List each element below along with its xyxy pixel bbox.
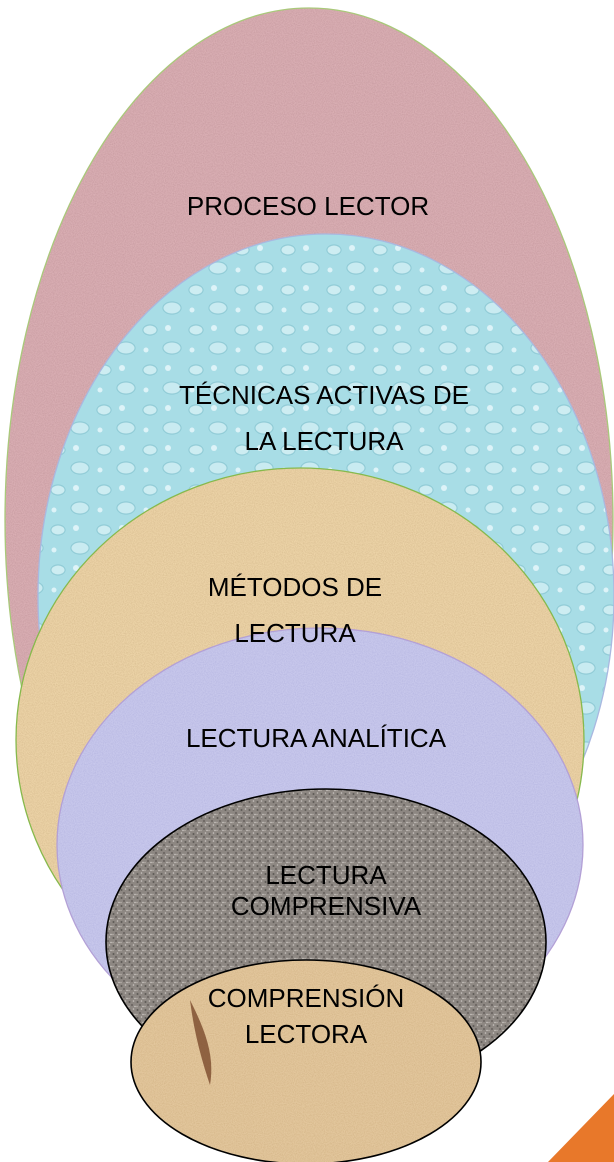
level-5-label-line-1: LECTURA [265,860,387,890]
level-6-ellipse [130,959,482,1162]
orange-arrow-shape [548,1094,614,1162]
level-3-label-line-1: MÉTODOS DE [208,572,382,602]
level-6-label-line-2: LECTORA [245,1019,368,1049]
level-3-label-line-2: LECTURA [234,618,356,648]
fossil-feather-icon [190,1000,212,1085]
level-2-label-line-1: TÉCNICAS ACTIVAS DE [179,380,469,410]
level-1-label-line-1: PROCESO LECTOR [187,191,429,221]
level-6-label-line-1: COMPRENSIÓN [208,983,404,1013]
level-2-label-line-2: LA LECTURA [245,426,405,456]
level-4-label-line-1: LECTURA ANALÍTICA [186,723,447,753]
level-5-label-line-2: COMPRENSIVA [231,891,422,921]
